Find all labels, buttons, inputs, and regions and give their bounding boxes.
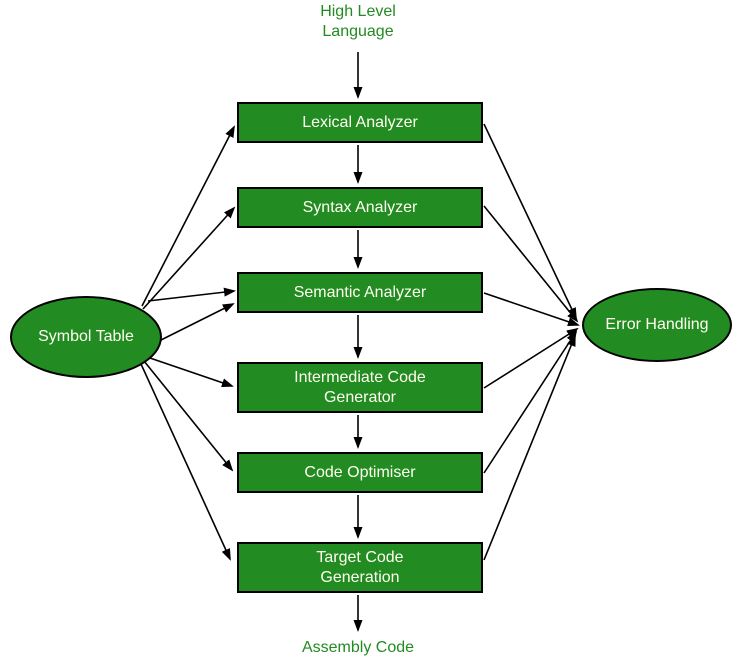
arrow-symboltable-to-intermediate [146,356,234,388]
arrow-symboltable-to-targetcode [140,363,231,561]
arrow-lexical-to-errorhandling [483,123,577,320]
arrow-symboltable-to-target-optimiser [143,360,234,472]
node-symbol-table: Symbol Table [10,296,162,378]
arrow-symboltable-to-semantic-lower [160,303,235,341]
input-label-high-level-language: High Level Language [320,3,396,40]
arrow-intermediate-to-errorhandling [483,327,579,389]
node-error-handling: Error Handling [582,288,732,362]
output-label-assembly-code: Assembly Code [301,639,415,656]
arrow-optimiser-to-errorhandling [483,330,578,474]
arrow-symboltable-to-semantic-upper [147,287,236,302]
arrow-semantic-to-errorhandling [483,292,580,327]
node-code-optimiser: Code Optimiser [237,452,483,493]
node-intermediate-code-generator: Intermediate Code Generator [237,362,483,413]
node-target-code-generation: Target Code Generation [237,542,483,593]
node-lexical-analyzer: Lexical Analyzer [237,102,483,143]
arrow-symboltable-to-lexical [141,125,235,307]
arrow-syntax-to-errorhandling [483,205,579,323]
node-semantic-analyzer: Semantic Analyzer [237,272,483,313]
node-syntax-analyzer: Syntax Analyzer [237,187,483,228]
arrow-targetcode-to-errorhandling [483,334,576,561]
arrow-symboltable-to-syntax [142,206,236,310]
